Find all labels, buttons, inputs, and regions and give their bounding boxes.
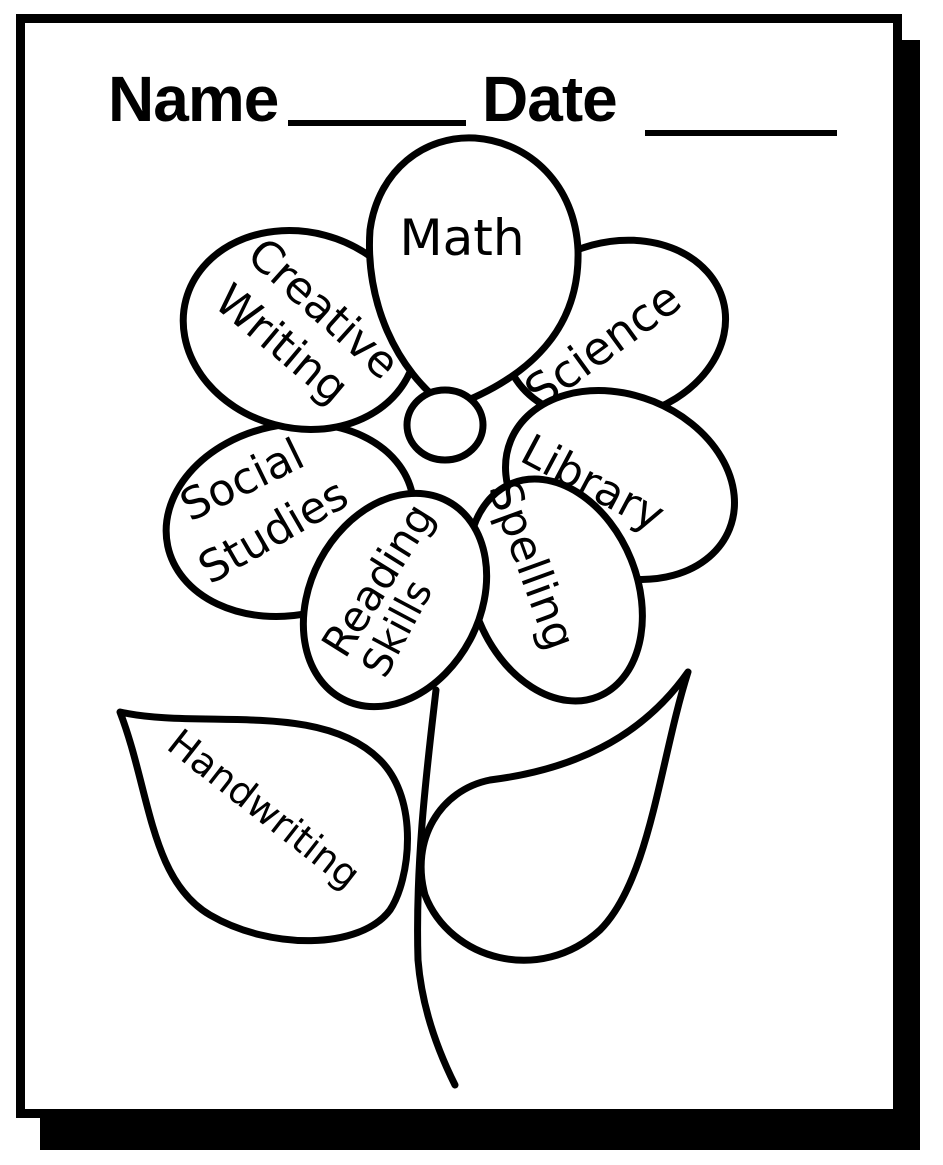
math-label: Math: [399, 209, 524, 267]
flower-center: [407, 390, 483, 460]
right-leaf: [421, 672, 688, 960]
